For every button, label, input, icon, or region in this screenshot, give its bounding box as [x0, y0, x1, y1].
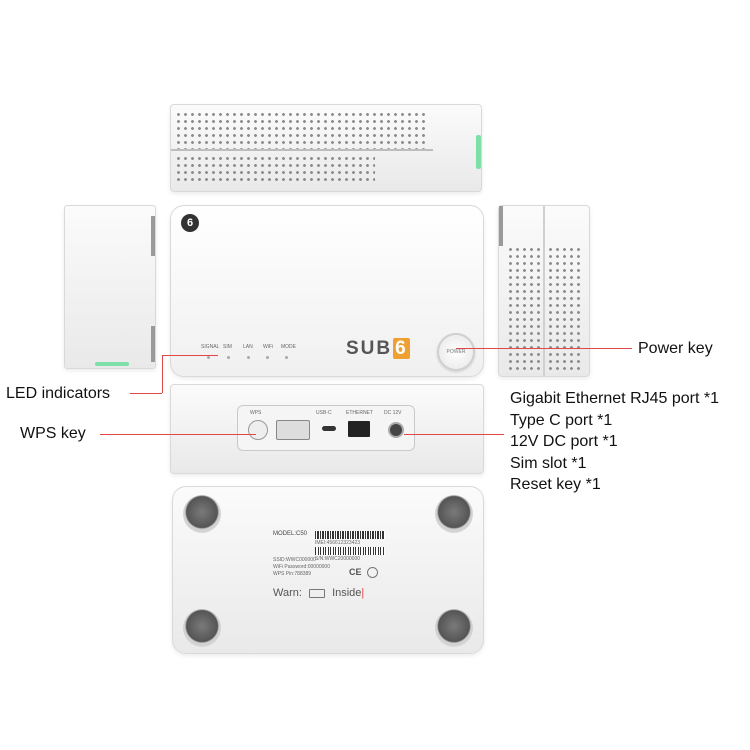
- imei-text: IMEI:456612323423: [315, 540, 361, 546]
- callout-dc-port: 12V DC port *1: [510, 433, 618, 450]
- wifi-password-text: WiFi Password:00000000: [273, 564, 330, 570]
- barcode: [315, 547, 385, 555]
- callout-type-c-port: Type C port *1: [510, 411, 613, 429]
- callout-power-key: Power key: [638, 340, 713, 357]
- led-label: LAN: [243, 344, 253, 350]
- callout-led-indicators: LED indicators: [6, 385, 111, 402]
- port-label: DC 12V: [384, 410, 402, 416]
- rubber-foot: [183, 609, 221, 647]
- ssid-text: SSID:WWC000000: [273, 557, 316, 563]
- vent-holes: [175, 155, 375, 185]
- led-label: MODE: [281, 344, 296, 350]
- rubber-foot: [435, 495, 473, 533]
- rear-view: WPS USB-C ETHERNET DC 12V: [170, 384, 484, 474]
- power-button-label: POWER: [446, 349, 466, 355]
- led-dot: [227, 356, 230, 359]
- led-label: SIGNAL: [201, 344, 220, 350]
- leader-line: [100, 434, 256, 435]
- leader-line: [130, 393, 162, 394]
- led-dot: [285, 356, 288, 359]
- vent-holes: [547, 246, 583, 371]
- model-text: MODEL:C50: [273, 531, 308, 537]
- vent-holes: [175, 111, 425, 151]
- callout-ethernet-port: Gigabit Ethernet RJ45 port *1: [510, 390, 720, 407]
- status-light-strip: [476, 135, 481, 169]
- led-dot: [207, 356, 210, 359]
- port-label: WPS: [250, 410, 262, 416]
- spec-label: MODEL:C50 SSID:WWC000000 WiFi Password:0…: [273, 531, 393, 607]
- rubber-foot: [435, 609, 473, 647]
- led-label: SIM: [223, 344, 232, 350]
- wps-pin-text: WPS Pin:788389: [273, 571, 312, 577]
- power-button[interactable]: POWER: [437, 333, 475, 371]
- right-side-view: [498, 205, 590, 377]
- callout-wps-key: WPS key: [20, 425, 86, 442]
- ce-mark-icon: CE: [349, 567, 362, 577]
- led-indicator-row: SIGNAL SIM LAN WiFi MODE: [201, 344, 301, 364]
- ports-callout-list: Gigabit Ethernet RJ45 port *1 Type C por…: [510, 388, 719, 496]
- bottom-view: MODEL:C50 SSID:WWC000000 WiFi Password:0…: [172, 486, 484, 654]
- sim-slot[interactable]: [276, 420, 310, 440]
- top-side-view: [170, 104, 482, 192]
- recycle-icon: [367, 567, 378, 578]
- ethernet-port[interactable]: [348, 421, 370, 437]
- warning-card-icon: [309, 588, 325, 598]
- leader-line: [162, 355, 163, 393]
- port-label: ETHERNET: [346, 410, 373, 416]
- callout-reset-key: Reset key *1: [510, 476, 601, 493]
- status-light-strip: [95, 362, 129, 366]
- leader-line: [162, 355, 218, 356]
- vent-holes: [507, 246, 541, 371]
- rubber-foot: [183, 495, 221, 533]
- usb-c-port[interactable]: [322, 426, 336, 431]
- leader-line: [456, 348, 632, 349]
- callout-sim-slot: Sim slot *1: [510, 454, 587, 472]
- sn-text: S/N:WWC20000000: [315, 556, 361, 562]
- dc-power-port[interactable]: [388, 422, 404, 438]
- barcode: [315, 531, 385, 539]
- brand-badge: 6: [181, 214, 199, 232]
- warning-text: Warn: Inside|: [273, 587, 365, 599]
- led-dot: [266, 356, 269, 359]
- led-dot: [247, 356, 250, 359]
- leader-line: [404, 434, 504, 435]
- left-side-view: [64, 205, 156, 369]
- wps-button[interactable]: [248, 420, 268, 440]
- led-label: WiFi: [263, 344, 273, 350]
- port-label: USB-C: [316, 410, 332, 416]
- port-panel: WPS USB-C ETHERNET DC 12V: [237, 405, 415, 451]
